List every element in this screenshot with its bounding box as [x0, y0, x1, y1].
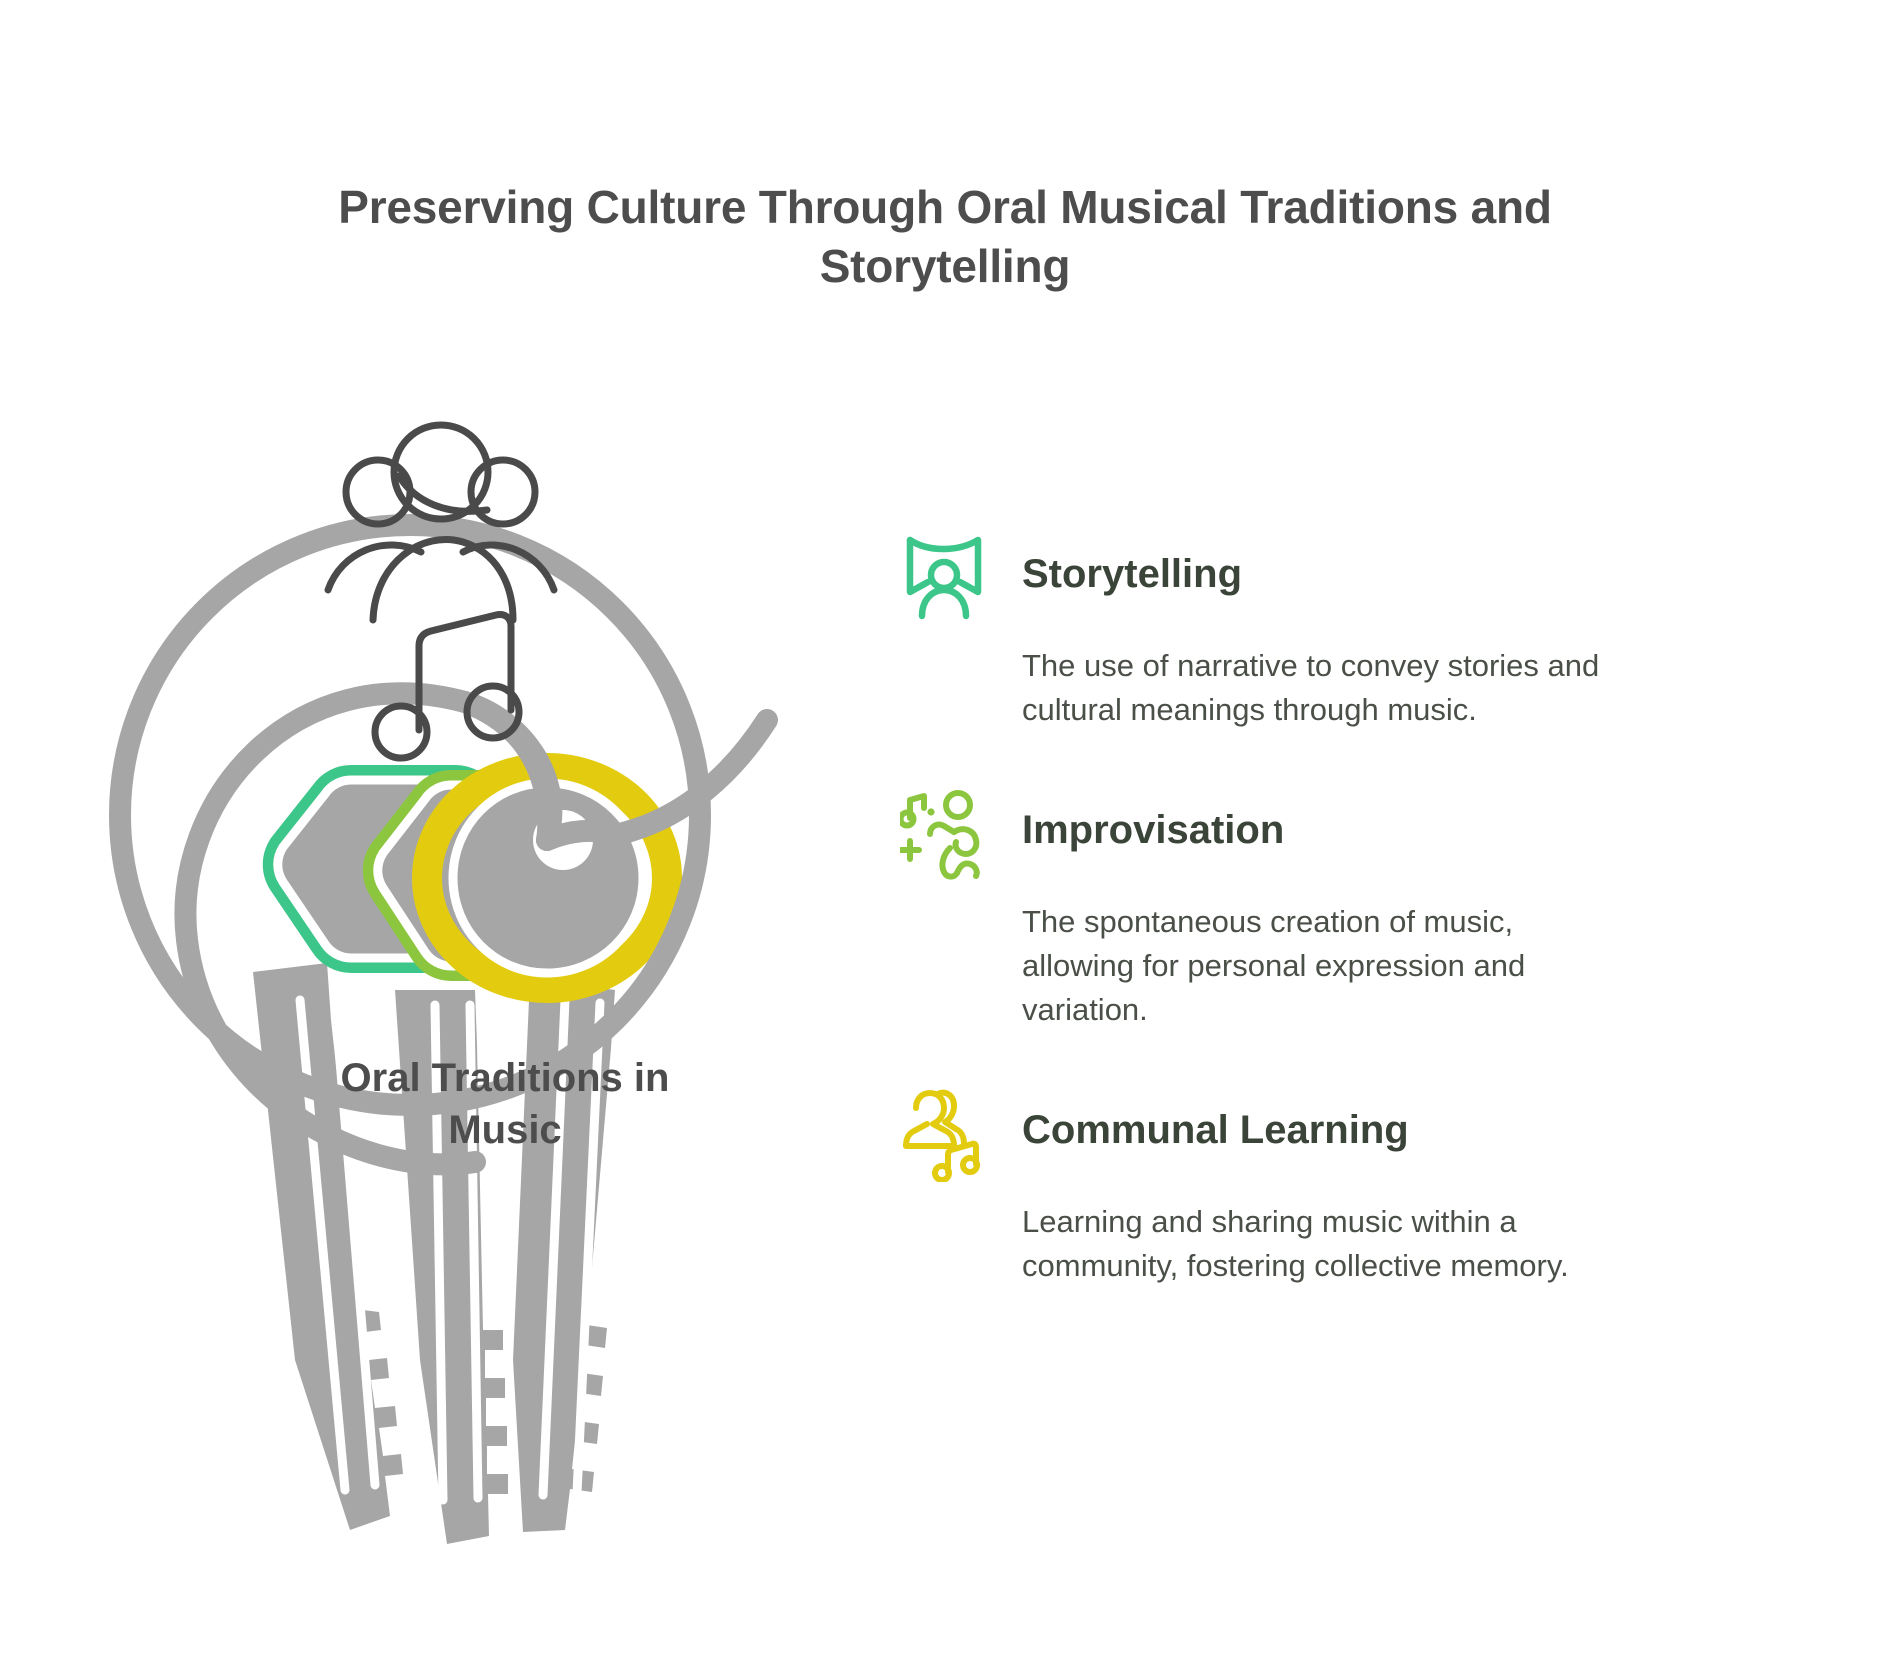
group-people-music-note-icon: [324, 421, 558, 762]
feature-title: Improvisation: [1022, 808, 1285, 853]
feature-description: The use of narrative to convey stories a…: [1022, 648, 1600, 728]
feature-header: Communal Learning: [900, 1086, 1620, 1183]
keyring-illustration: Oral Traditions in Music: [95, 300, 855, 1550]
feature-header: Storytelling: [900, 530, 1620, 626]
storytelling-banner-person-icon: [900, 530, 996, 626]
feature-title: Storytelling: [1022, 552, 1243, 596]
feature-item-storytelling: Storytelling The use of narrative to con…: [900, 530, 1620, 732]
feature-description: Learning and sharing music within a comm…: [1022, 1204, 1569, 1284]
feature-item-improvisation: Improvisation The spontaneous creation o…: [900, 786, 1620, 1032]
feature-list: Storytelling The use of narrative to con…: [900, 530, 1620, 1342]
keyring-circle: [109, 514, 711, 1116]
central-label: Oral Traditions in Music: [340, 1056, 670, 1152]
feature-item-communal-learning: Communal Learning Learning and sharing m…: [900, 1086, 1620, 1288]
two-people-music-notes-icon: [900, 1086, 996, 1183]
feature-description: The spontaneous creation of music, allow…: [1022, 904, 1526, 1028]
dancing-person-music-note-icon: [900, 786, 996, 882]
feature-title: Communal Learning: [1022, 1108, 1409, 1153]
feature-header: Improvisation: [900, 786, 1620, 882]
page-title: Preserving Culture Through Oral Musical …: [338, 181, 1552, 292]
